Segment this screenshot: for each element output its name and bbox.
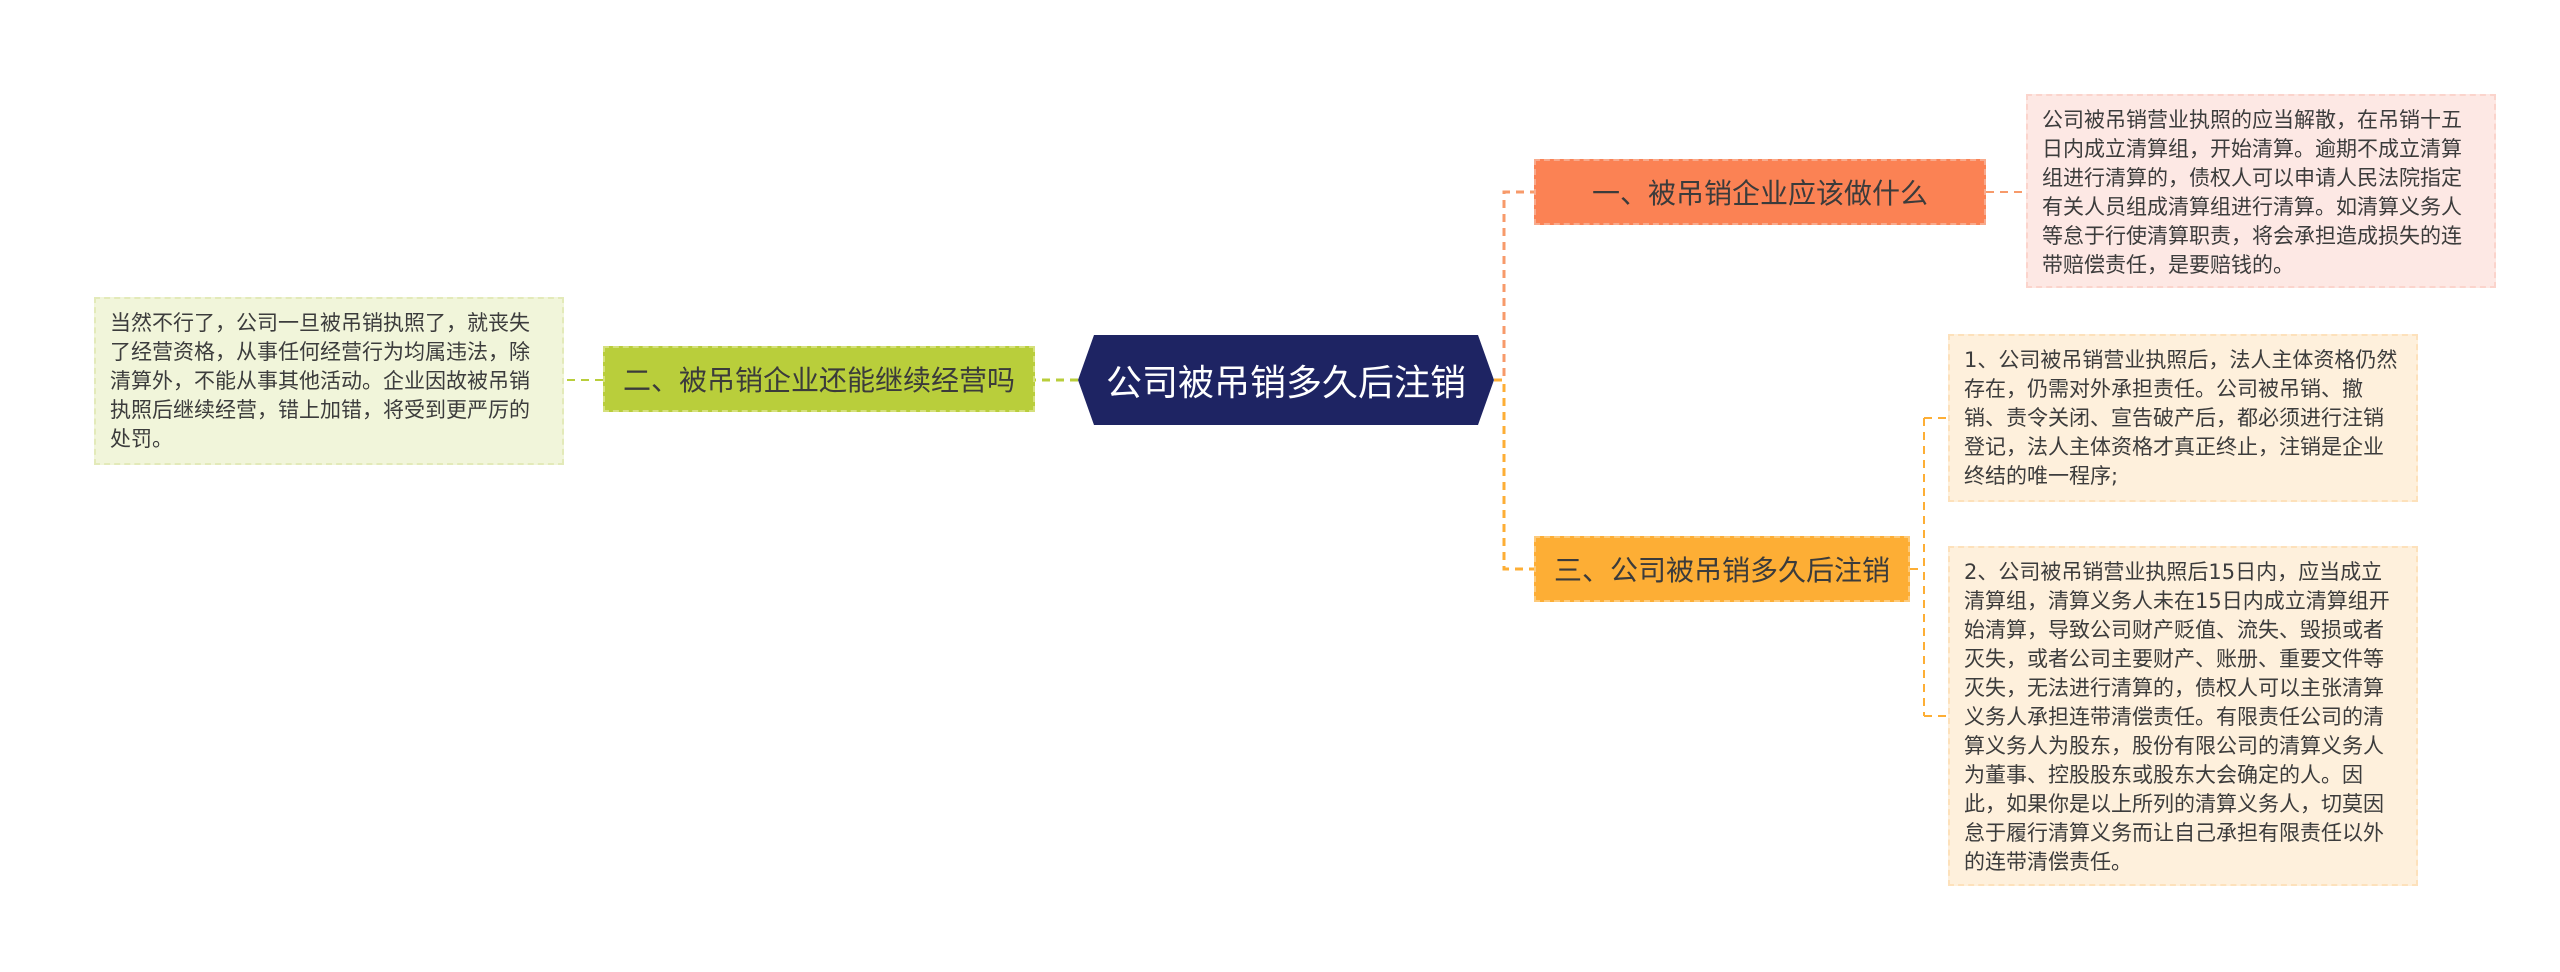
link-branch3-leaves — [1910, 417, 1948, 717]
branch-label-2: 二、被吊销企业还能继续经营吗 — [622, 364, 1015, 397]
branch-label-1: 一、被吊销企业应该做什么 — [1591, 177, 1928, 210]
leaf-text: 2、公司被吊销营业执照后15日内，应当成立清算组，清算义务人未在15日内成立清算… — [1964, 560, 2390, 874]
leaf-note-branch1[interactable]: 公司被吊销营业执照的应当解散，在吊销十五日内成立清算组，开始清算。逾期不成立清算… — [2026, 94, 2496, 288]
branch-label-3: 三、公司被吊销多久后注销 — [1553, 554, 1890, 587]
leaf-note-branch3-item2[interactable]: 2、公司被吊销营业执照后15日内，应当成立清算组，清算义务人未在15日内成立清算… — [1948, 546, 2418, 886]
branch-topic-2[interactable]: 二、被吊销企业还能继续经营吗 — [603, 346, 1035, 412]
link-root-branch3 — [1494, 378, 1534, 571]
leaf-text: 当然不行了，公司一旦被吊销执照了，就丧失了经营资格，从事任何经营行为均属违法，除… — [110, 311, 530, 451]
leaf-note-branch2[interactable]: 当然不行了，公司一旦被吊销执照了，就丧失了经营资格，从事任何经营行为均属违法，除… — [94, 297, 564, 465]
leaf-note-branch3-item1[interactable]: 1、公司被吊销营业执照后，法人主体资格仍然存在，仍需对外承担责任。公司被吊销、撤… — [1948, 334, 2418, 502]
link-root-branch1 — [1494, 190, 1534, 382]
root-title: 公司被吊销多久后注销 — [1105, 363, 1466, 404]
branch-topic-3[interactable]: 三、公司被吊销多久后注销 — [1534, 536, 1910, 602]
root-topic[interactable]: 公司被吊销多久后注销 — [1078, 335, 1494, 425]
leaf-text: 1、公司被吊销营业执照后，法人主体资格仍然存在，仍需对外承担责任。公司被吊销、撤… — [1964, 348, 2398, 488]
leaf-text: 公司被吊销营业执照的应当解散，在吊销十五日内成立清算组，开始清算。逾期不成立清算… — [2042, 108, 2462, 277]
branch-topic-1[interactable]: 一、被吊销企业应该做什么 — [1534, 159, 1986, 225]
